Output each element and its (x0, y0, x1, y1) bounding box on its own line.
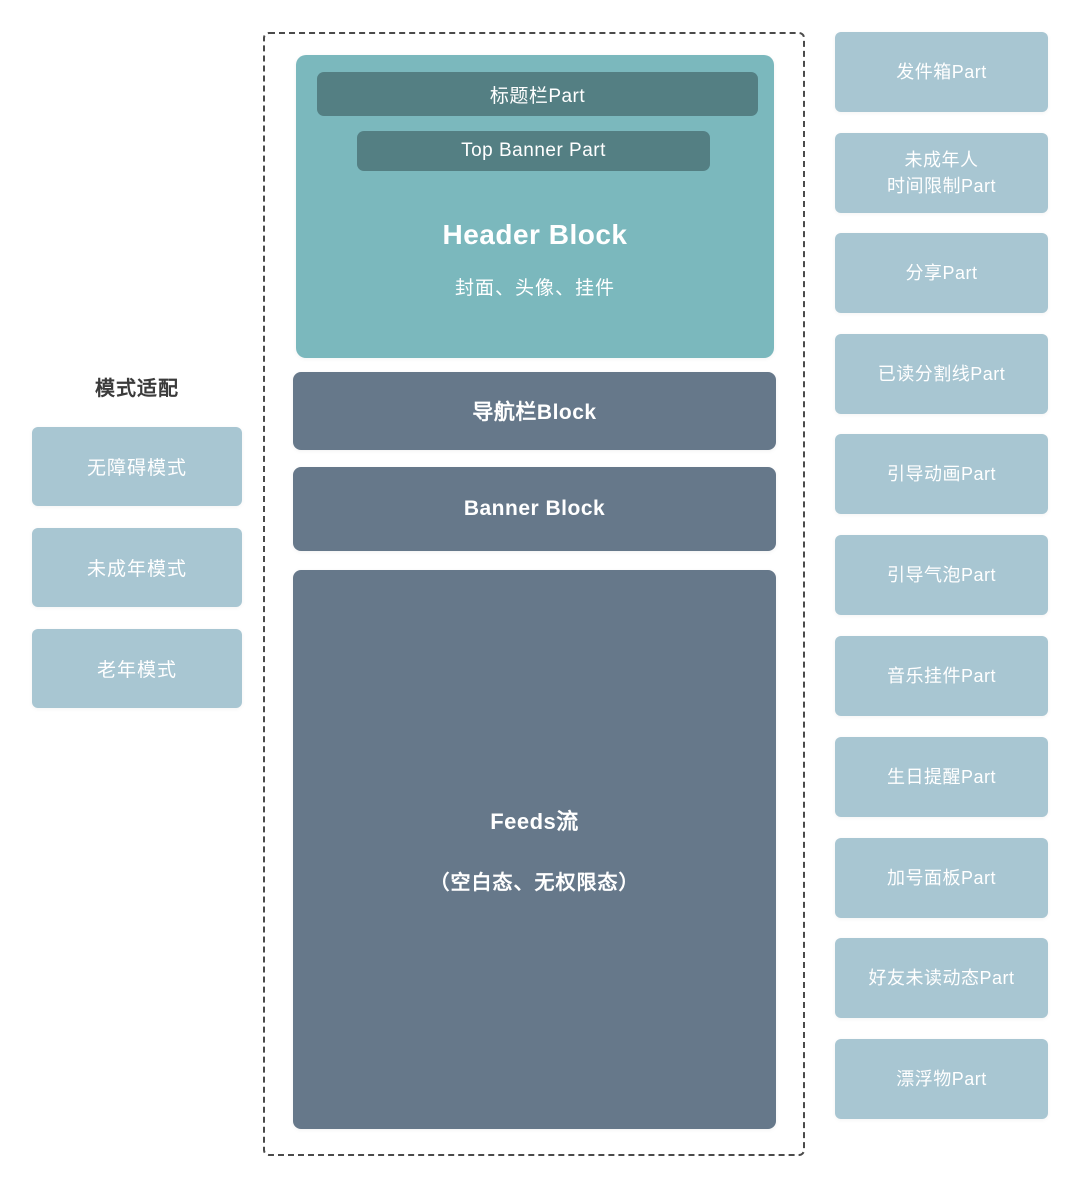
feeds-block-title: Feeds流 (490, 809, 579, 834)
mode-box-minor: 未成年模式 (32, 528, 242, 607)
mode-box-elderly: 老年模式 (32, 629, 242, 708)
header-block-title: Header Block (442, 219, 628, 250)
titlebar-part: 标题栏Part (317, 72, 758, 116)
top-banner-part: Top Banner Part (357, 131, 710, 171)
part-box-birthday-reminder: 生日提醒Part (835, 737, 1048, 817)
mode-adaptation-title: 模式适配 (95, 378, 179, 400)
mode-box-accessibility: 无障碍模式 (32, 427, 242, 506)
header-block-subtitle: 封面、头像、挂件 (454, 278, 615, 299)
part-box-share: 分享Part (835, 233, 1048, 313)
part-box-read-divider: 已读分割线Part (835, 334, 1048, 414)
part-box-minor-time-limit: 未成年人 时间限制Part (835, 133, 1048, 213)
part-box-floating-object: 漂浮物Part (835, 1039, 1048, 1119)
nav-block: 导航栏Block (293, 372, 776, 450)
feeds-block-subtitle: （空白态、无权限态） (429, 872, 640, 894)
banner-block: Banner Block (293, 467, 776, 551)
part-box-outbox: 发件箱Part (835, 32, 1048, 112)
part-box-plus-panel: 加号面板Part (835, 838, 1048, 918)
feeds-block: Feeds流 （空白态、无权限态） (293, 570, 776, 1129)
part-box-music-widget: 音乐挂件Part (835, 636, 1048, 716)
part-box-guide-bubble: 引导气泡Part (835, 535, 1048, 615)
part-box-friend-unread-feed: 好友未读动态Part (835, 938, 1048, 1018)
header-block: 标题栏Part Top Banner Part Header Block 封面、… (296, 55, 774, 358)
part-box-guide-animation: 引导动画Part (835, 434, 1048, 514)
